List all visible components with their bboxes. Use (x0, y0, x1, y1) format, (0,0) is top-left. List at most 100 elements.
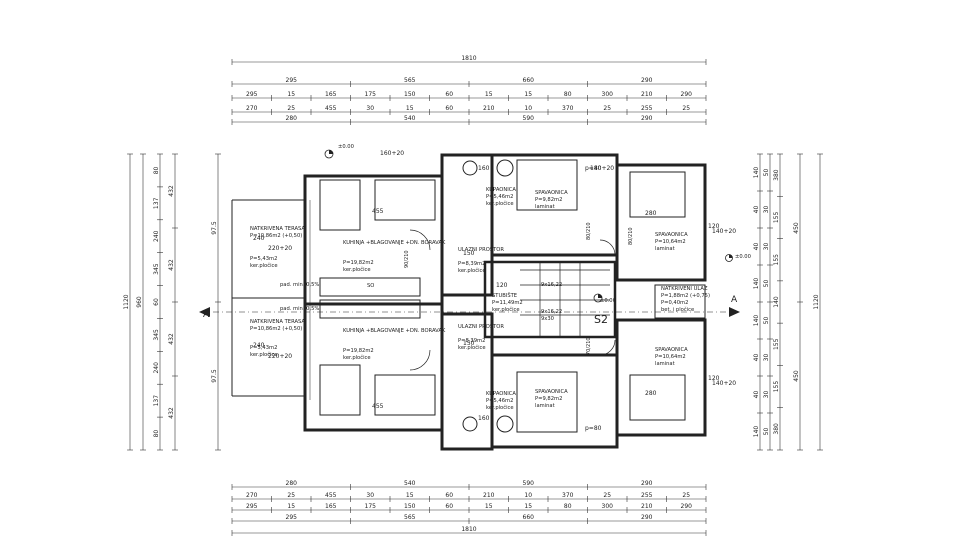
dimension-label: 140 (753, 426, 760, 438)
wall-dimension-label: 140+20 (590, 165, 614, 172)
wall-dimension-label: 160 (478, 415, 490, 422)
stair-top-label: 9x16,22 (541, 282, 562, 288)
dimension-label: 140 (773, 296, 780, 308)
bed-small-top-area: P=9,82m2 (535, 197, 562, 203)
dimension-label: 155 (773, 381, 780, 393)
level-mark-top: ±0.00 (338, 144, 354, 150)
dimension-label: 60 (445, 105, 453, 112)
dimension-label: 60 (445, 91, 453, 98)
dimension-label: 15 (406, 492, 414, 499)
porch-area: P=1,88m2 (+0,75) (661, 293, 710, 299)
dimension-label: 25 (682, 492, 690, 499)
dimension-label: 30 (366, 492, 374, 499)
dimension-label: 137 (153, 395, 160, 407)
dimension-label: 155 (773, 254, 780, 266)
wall-dimension-label: p=80 (585, 425, 602, 432)
bath-top-area: P=5,46m2 (486, 194, 513, 200)
level-mark-right: ±0.00 (735, 254, 751, 260)
stairs-finish: ker.pločice (492, 306, 520, 313)
bed-small-bottom-name: SPAVAONICA (535, 389, 568, 395)
dimension-label: 97.5 (211, 369, 218, 383)
dimension-label: 155 (773, 338, 780, 350)
dimension-label: 300 (602, 503, 614, 510)
dimension-label: 540 (404, 115, 416, 122)
dimension-label: 140 (753, 167, 760, 179)
dimension-label: 80 (564, 503, 572, 510)
dimension-label: 255 (641, 105, 653, 112)
bed-large-bottom-name: SPAVAONICA (655, 347, 688, 353)
dimension-label: 295 (286, 77, 298, 84)
dimension-label: 40 (753, 243, 760, 251)
dimension-label: 290 (641, 514, 653, 521)
dimension-label: 380 (773, 423, 780, 435)
wall-dimension-label: 140+20 (712, 228, 736, 235)
stair-code: S2 (594, 313, 608, 326)
stair-bottom-label: 9x16,22 (541, 309, 562, 315)
dimension-label: 150 (404, 503, 416, 510)
terrace-top-name: NATKRIVENA TERASA (250, 226, 305, 232)
dimension-label: 590 (523, 480, 535, 487)
terrace-top-finish: ker.pločice (250, 262, 278, 269)
dimension-label: 370 (562, 492, 574, 499)
door-dimension-label: 80/210 (628, 227, 634, 245)
porch-finish: bet. i pločice (661, 306, 694, 313)
dimension-label: 295 (246, 503, 258, 510)
dimension-label: 590 (523, 115, 535, 122)
dimension-label: 15 (485, 503, 493, 510)
wall-dimension-label: 160+20 (380, 150, 404, 157)
dimension-label: 432 (168, 259, 175, 271)
wall-dimension-label: 160 (478, 165, 490, 172)
kitchen-top-area: P=19,82m2 (343, 260, 374, 266)
kitchen-top-name: KUHINJA +BLAGOVANJE +DN. BORAVAK (343, 240, 446, 246)
dimension-label: 300 (602, 91, 614, 98)
kitchen-top-finish: ker.pločice (343, 266, 371, 273)
dimension-label: 960 (136, 296, 143, 308)
level-mark-mid: ±0.00 (600, 298, 616, 304)
level-symbols (199, 149, 740, 317)
dimension-label: 280 (286, 480, 298, 487)
dimension-label: 175 (365, 503, 377, 510)
dimension-label: 30 (763, 354, 770, 362)
dimension-label: 175 (365, 91, 377, 98)
dimension-label: 15 (524, 503, 532, 510)
bath-bottom-finish: ker.pločice (486, 404, 514, 411)
dimension-label: 255 (641, 492, 653, 499)
dimension-label: 295 (246, 91, 258, 98)
dimension-label: 540 (404, 480, 416, 487)
dimension-label: 165 (325, 91, 337, 98)
bed-large-top-area: P=10,64m2 (655, 239, 686, 245)
dimension-label: 280 (286, 115, 298, 122)
porch-name: NATKRIVENI ULAZ (661, 286, 708, 292)
dimension-label: 80 (153, 166, 160, 174)
dimension-label: 10 (524, 105, 532, 112)
dimension-label: 240 (153, 230, 160, 242)
dimension-label: 660 (523, 77, 535, 84)
dimension-label: 660 (523, 514, 535, 521)
door-dimension-label: 90/210 (404, 250, 410, 268)
dimension-label: 380 (773, 169, 780, 181)
wall-dimensions: 280280240220+20240220+204554551201201201… (253, 150, 736, 432)
dimension-label: 290 (681, 503, 693, 510)
wall-dimension-label: 220+20 (268, 353, 292, 360)
wall-dimension-label: 120 (708, 223, 720, 230)
dimension-label: 290 (641, 77, 653, 84)
dimension-label: 432 (168, 185, 175, 197)
slope-bottom-label: pad. min. 0,5% (280, 306, 319, 312)
bed-large-bottom-finish: laminat (655, 361, 675, 367)
wardrobe-label: SO (367, 283, 374, 289)
dimension-label: 290 (641, 115, 653, 122)
terrace-bottom-finish: ker.pločice (250, 351, 278, 358)
wall-dimension-label: 240 (253, 342, 265, 349)
bed-small-top-finish: laminat (535, 204, 555, 210)
terrace-bottom-name: NATKRIVENA TERASA (250, 319, 305, 325)
dimension-label: 80 (153, 430, 160, 438)
terrace-top-area: P=10,86m2 (+0,50) (250, 233, 302, 239)
dimension-label: 432 (168, 333, 175, 345)
dimension-label: 455 (325, 492, 337, 499)
entry-top-finish: ker.pločice (458, 267, 486, 274)
dimension-label: 290 (641, 480, 653, 487)
terrace-bottom-area: P=10,86m2 (+0,50) (250, 326, 302, 332)
